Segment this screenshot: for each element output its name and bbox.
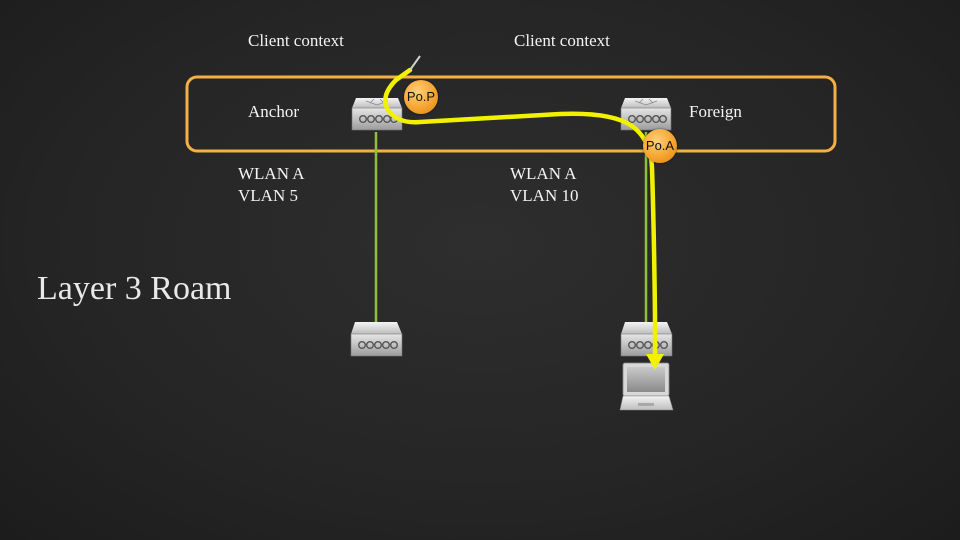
access-point-icon	[350, 322, 403, 357]
vlan-left-label: VLAN 5	[238, 186, 298, 205]
vlan-right-label: VLAN 10	[510, 186, 579, 205]
laptop-icon	[619, 362, 674, 411]
client-context-left-label: Client context	[248, 31, 344, 50]
access-point-icon	[620, 322, 673, 357]
poa-badge: Po.A	[643, 129, 677, 163]
mobility-group-box	[185, 75, 837, 153]
pop-badge: Po.P	[404, 80, 438, 114]
slide-title: Layer 3 Roam	[37, 270, 232, 307]
client-context-right-label: Client context	[514, 31, 610, 50]
roam-path-tail	[409, 55, 421, 71]
wlan-left-label: WLAN A	[238, 164, 305, 183]
roam-path-arrowhead	[646, 354, 664, 370]
foreign-label: Foreign	[689, 102, 742, 121]
roam-path	[383, 67, 658, 365]
anchor-label: Anchor	[248, 102, 299, 121]
wlan-right-label: WLAN A	[510, 164, 577, 183]
